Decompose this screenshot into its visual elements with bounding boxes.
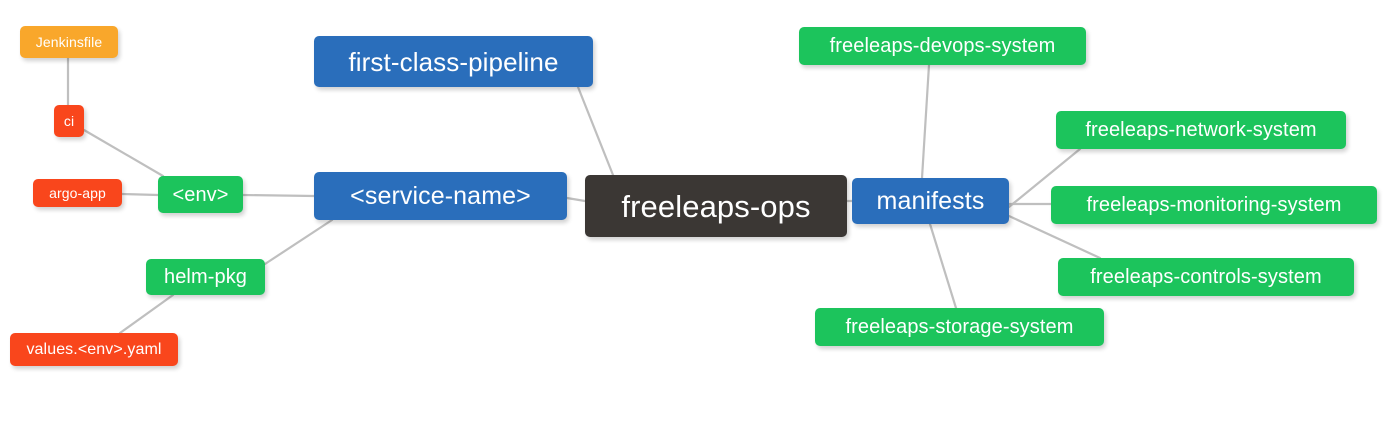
mindmap-node-values-env-yaml[interactable]: values.<env>.yaml [10,333,178,366]
edge-manifests-storage [928,222,958,310]
edge-ops-pipeline [576,85,615,177]
mindmap-node-freeleaps-devops-system[interactable]: freeleaps-devops-system [799,27,1086,65]
mindmap-node-freeleaps-ops[interactable]: freeleaps-ops [585,175,847,237]
mindmap-node-manifests[interactable]: manifests [852,178,1009,224]
mindmap-node-jenkinsfile[interactable]: Jenkinsfile [20,26,118,58]
mindmap-node-argo-app[interactable]: argo-app [33,179,122,207]
mindmap-node-freeleaps-monitoring-system[interactable]: freeleaps-monitoring-system [1051,186,1377,224]
edge-service-helm [263,218,334,266]
edge-helm-values [118,293,175,335]
mindmap-node-ci[interactable]: ci [54,105,84,137]
mindmap-node-env[interactable]: <env> [158,176,243,213]
edge-service-env [241,193,316,198]
mindmap-node-freeleaps-storage-system[interactable]: freeleaps-storage-system [815,308,1104,346]
edge-env-argo [120,192,160,197]
mindmap-node-service-name[interactable]: <service-name> [314,172,567,220]
mindmap-node-freeleaps-network-system[interactable]: freeleaps-network-system [1056,111,1346,149]
mindmap-node-freeleaps-controls-system[interactable]: freeleaps-controls-system [1058,258,1354,296]
edge-env-ci [82,128,165,178]
mindmap-node-helm-pkg[interactable]: helm-pkg [146,259,265,295]
edge-ops-service [565,196,587,203]
edge-manifests-devops [920,63,931,180]
mindmap-node-first-class-pipeline[interactable]: first-class-pipeline [314,36,593,87]
